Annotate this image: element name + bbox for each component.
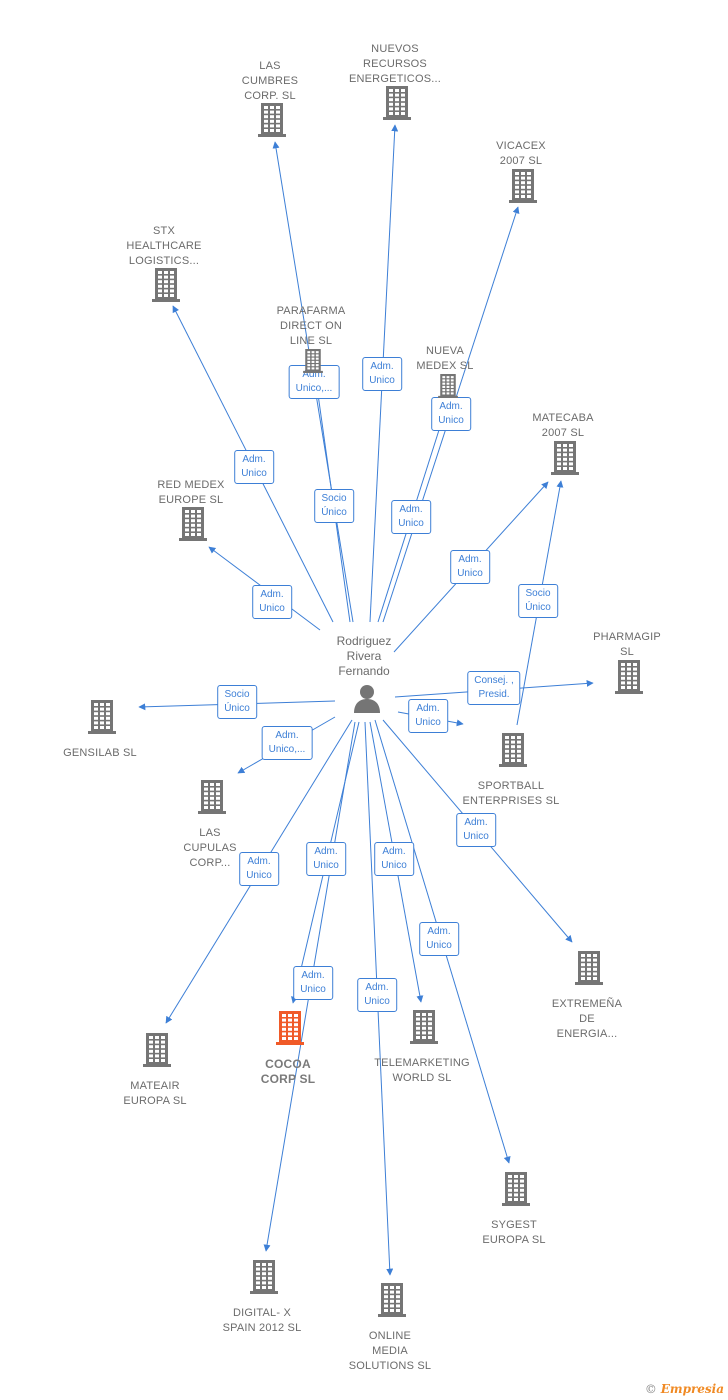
edge-label-telemarketing[interactable]: Adm. Unico: [374, 842, 414, 876]
node-label-pharmagip[interactable]: PHARMAGIP SL: [593, 631, 661, 658]
node-matecaba[interactable]: [551, 441, 579, 480]
node-vicacex[interactable]: [509, 169, 537, 208]
building-icon: [438, 374, 458, 398]
node-pharmagip[interactable]: [615, 660, 643, 699]
node-las-cupulas[interactable]: [198, 780, 226, 819]
edge-label-sygest[interactable]: Adm. Unico: [419, 922, 459, 956]
node-nuevos-recursos[interactable]: [383, 86, 411, 125]
node-label-vicacex[interactable]: VICACEX 2007 SL: [496, 140, 546, 167]
copyright-symbol: ©: [644, 1382, 657, 1396]
node-label-cocoa[interactable]: COCOA CORP SL: [260, 1057, 316, 1086]
node-label-sygest[interactable]: SYGEST EUROPA SL: [482, 1219, 546, 1246]
node-stx[interactable]: [152, 268, 180, 307]
node-digital-x[interactable]: [250, 1260, 278, 1299]
node-cocoa[interactable]: [276, 1011, 304, 1050]
node-label-online-media[interactable]: ONLINE MEDIA SOLUTIONS SL: [348, 1330, 432, 1372]
edge-label-extremena[interactable]: Adm. Unico: [456, 813, 496, 847]
node-nueva-medex[interactable]: [438, 374, 458, 403]
footer-brand: © Empresia: [645, 1382, 724, 1396]
node-las-cumbres[interactable]: [258, 103, 286, 142]
node-red-medex[interactable]: [179, 507, 207, 546]
edge-label-las-cupulas[interactable]: Adm. Unico,...: [261, 726, 313, 760]
building-icon: [88, 700, 116, 734]
brand-logo: Empresia: [660, 1382, 724, 1396]
center-person-node[interactable]: [352, 683, 382, 718]
building-icon: [551, 441, 579, 475]
node-label-digital-x[interactable]: DIGITAL- X SPAIN 2012 SL: [222, 1307, 302, 1334]
building-icon: [179, 507, 207, 541]
edge-label-sportball[interactable]: Adm. Unico: [408, 699, 448, 733]
building-icon: [250, 1260, 278, 1294]
edge-label-red-medex[interactable]: Adm. Unico: [252, 585, 292, 619]
node-label-mateair[interactable]: MATEAIR EUROPA SL: [123, 1080, 187, 1107]
node-label-sportball[interactable]: SPORTBALL ENTERPRISES SL: [462, 780, 560, 807]
node-extremena[interactable]: [575, 951, 603, 990]
node-label-gensilab[interactable]: GENSILAB SL: [63, 747, 137, 759]
building-icon: [615, 660, 643, 694]
edge-label-pharmagip[interactable]: Consej. , Presid.: [467, 671, 521, 705]
building-icon: [575, 951, 603, 985]
building-icon: [152, 268, 180, 302]
edge-label-online-media[interactable]: Adm. Unico: [357, 978, 397, 1012]
node-sygest[interactable]: [502, 1172, 530, 1211]
edge-label-cocoa[interactable]: Adm. Unico: [306, 842, 346, 876]
node-label-las-cumbres[interactable]: LAS CUMBRES CORP. SL: [241, 60, 299, 102]
building-icon: [378, 1283, 406, 1317]
building-icon: [509, 169, 537, 203]
edge-label-gensilab[interactable]: Socio Único: [217, 685, 257, 719]
building-icon: [383, 86, 411, 120]
node-gensilab[interactable]: [88, 700, 116, 739]
edge-label-matecaba[interactable]: Adm. Unico: [450, 550, 490, 584]
node-label-red-medex[interactable]: RED MEDEX EUROPE SL: [157, 479, 225, 506]
person-icon: [354, 685, 380, 713]
edge-label-vicacex[interactable]: Adm. Unico: [431, 397, 471, 431]
node-telemarketing[interactable]: [410, 1010, 438, 1049]
node-online-media[interactable]: [378, 1283, 406, 1322]
edge-label-nuevos-recursos[interactable]: Adm. Unico: [362, 357, 402, 391]
node-label-extremena[interactable]: EXTREMEÑA DE ENERGIA...: [551, 998, 623, 1040]
building-icon: [276, 1011, 304, 1045]
node-label-las-cupulas[interactable]: LAS CUPULAS CORP...: [183, 827, 237, 869]
node-label-nueva-medex[interactable]: NUEVA MEDEX SL: [416, 345, 474, 372]
building-icon: [303, 349, 323, 373]
node-label-matecaba[interactable]: MATECABA 2007 SL: [532, 412, 594, 439]
building-icon: [198, 780, 226, 814]
edge-label-stx[interactable]: Adm. Unico: [234, 450, 274, 484]
building-icon: [143, 1033, 171, 1067]
building-icon: [499, 733, 527, 767]
node-label-nuevos-recursos[interactable]: NUEVOS RECURSOS ENERGETICOS...: [348, 43, 442, 85]
node-parafarma[interactable]: [303, 349, 323, 378]
node-mateair[interactable]: [143, 1033, 171, 1072]
edge-label-sportball-to-matecaba[interactable]: Socio Único: [518, 584, 558, 618]
node-label-stx[interactable]: STX HEALTHCARE LOGISTICS...: [126, 225, 202, 267]
edge-label-digital-x[interactable]: Adm. Unico: [293, 966, 333, 1000]
edge-label-nueva-medex[interactable]: Adm. Unico: [391, 500, 431, 534]
edge-label-mateair[interactable]: Adm. Unico: [239, 852, 279, 886]
center-person-label[interactable]: Rodriguez Rivera Fernando: [336, 634, 392, 678]
node-sportball[interactable]: [499, 733, 527, 772]
building-icon: [502, 1172, 530, 1206]
node-label-telemarketing[interactable]: TELEMARKETING WORLD SL: [374, 1057, 470, 1084]
edge-label-parafarma[interactable]: Socio Único: [314, 489, 354, 523]
building-icon: [410, 1010, 438, 1044]
building-icon: [258, 103, 286, 137]
node-label-parafarma[interactable]: PARAFARMA DIRECT ON LINE SL: [276, 305, 346, 347]
